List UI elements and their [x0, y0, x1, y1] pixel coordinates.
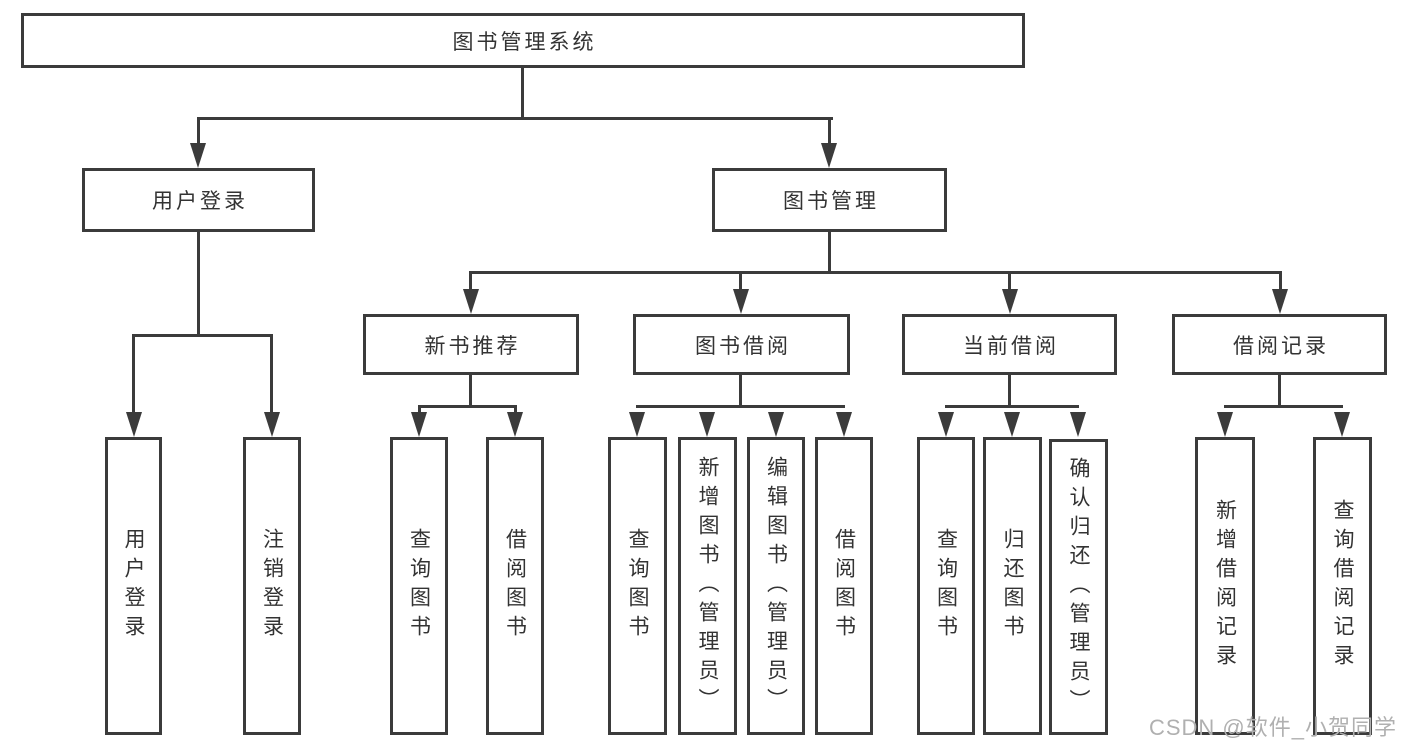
- arrow-down-icon: [126, 412, 142, 437]
- connector-line: [828, 232, 831, 274]
- leaf-label: 归还图书: [1001, 528, 1024, 644]
- connector-line: [514, 405, 517, 417]
- arrow-down-icon: [768, 412, 784, 437]
- arrow-down-icon: [1070, 412, 1086, 437]
- connector-line: [132, 334, 135, 415]
- node-library-management-system: 图书管理系统: [21, 13, 1025, 68]
- connector-line: [636, 405, 845, 408]
- leaf-borrow-books-borrow: 借阅图书: [815, 437, 873, 735]
- connector-line: [739, 375, 742, 408]
- connector-line: [197, 117, 833, 120]
- arrow-down-icon: [699, 412, 715, 437]
- connector-line: [418, 405, 421, 417]
- connector-line: [1279, 271, 1282, 295]
- leaf-label: 查询图书: [934, 528, 958, 644]
- leaf-label: 新增图书（管理员）: [696, 455, 719, 717]
- leaf-label: 编辑图书（管理员）: [764, 455, 788, 717]
- connector-line: [197, 117, 200, 147]
- connector-line: [1278, 375, 1281, 408]
- node-new-book-recommendation: 新书推荐: [363, 314, 579, 375]
- leaf-label: 借阅图书: [832, 528, 856, 644]
- connector-line: [828, 117, 831, 147]
- leaf-query-borrow-record: 查询借阅记录: [1313, 437, 1372, 735]
- leaf-confirm-return-admin: 确认归还（管理员）: [1049, 439, 1108, 735]
- arrow-down-icon: [938, 412, 954, 437]
- leaf-label: 用户登录: [122, 528, 145, 644]
- connector-line: [469, 271, 472, 295]
- leaf-return-book: 归还图书: [983, 437, 1042, 735]
- connector-line: [1224, 405, 1343, 408]
- leaf-label: 注销登录: [260, 528, 284, 644]
- connector-line: [469, 375, 472, 408]
- connector-line: [270, 334, 273, 415]
- arrow-down-icon: [821, 143, 837, 168]
- arrow-down-icon: [411, 412, 427, 437]
- connector-line: [521, 68, 524, 120]
- leaf-query-books-current: 查询图书: [917, 437, 975, 735]
- node-book-borrowing: 图书借阅: [633, 314, 850, 375]
- leaf-label: 确认归还（管理员）: [1067, 456, 1090, 718]
- arrow-down-icon: [264, 412, 280, 437]
- leaf-borrow-books-recommend: 借阅图书: [486, 437, 544, 735]
- arrow-down-icon: [1004, 412, 1020, 437]
- connector-line: [469, 271, 1282, 274]
- leaf-query-books-borrow: 查询图书: [608, 437, 667, 735]
- node-book-management: 图书管理: [712, 168, 947, 232]
- arrow-down-icon: [1217, 412, 1233, 437]
- leaf-add-book-admin: 新增图书（管理员）: [678, 437, 737, 735]
- connector-line: [132, 334, 273, 337]
- connector-line: [418, 405, 517, 408]
- arrow-down-icon: [1334, 412, 1350, 437]
- leaf-user-login: 用户登录: [105, 437, 162, 735]
- node-current-borrowing: 当前借阅: [902, 314, 1117, 375]
- arrow-down-icon: [629, 412, 645, 437]
- arrow-down-icon: [507, 412, 523, 437]
- connector-line: [1008, 271, 1011, 295]
- leaf-logout: 注销登录: [243, 437, 301, 735]
- leaf-query-books-recommend: 查询图书: [390, 437, 448, 735]
- arrow-down-icon: [733, 289, 749, 314]
- node-user-login: 用户登录: [82, 168, 315, 232]
- arrow-down-icon: [463, 289, 479, 314]
- arrow-down-icon: [190, 143, 206, 168]
- leaf-edit-book-admin: 编辑图书（管理员）: [747, 437, 805, 735]
- leaf-label: 查询图书: [407, 528, 431, 644]
- connector-line: [197, 232, 200, 337]
- leaf-add-borrow-record: 新增借阅记录: [1195, 437, 1255, 735]
- connector-line: [739, 271, 742, 295]
- node-borrowing-records: 借阅记录: [1172, 314, 1387, 375]
- arrow-down-icon: [1272, 289, 1288, 314]
- connector-line: [1008, 375, 1011, 408]
- csdn-watermark: CSDN @软件_小贺同学: [1148, 715, 1397, 740]
- connector-line: [945, 405, 1079, 408]
- leaf-label: 查询图书: [626, 528, 649, 644]
- arrow-down-icon: [1002, 289, 1018, 314]
- arrow-down-icon: [836, 412, 852, 437]
- leaf-label: 新增借阅记录: [1213, 499, 1237, 673]
- leaf-label: 借阅图书: [503, 528, 527, 644]
- leaf-label: 查询借阅记录: [1331, 499, 1354, 673]
